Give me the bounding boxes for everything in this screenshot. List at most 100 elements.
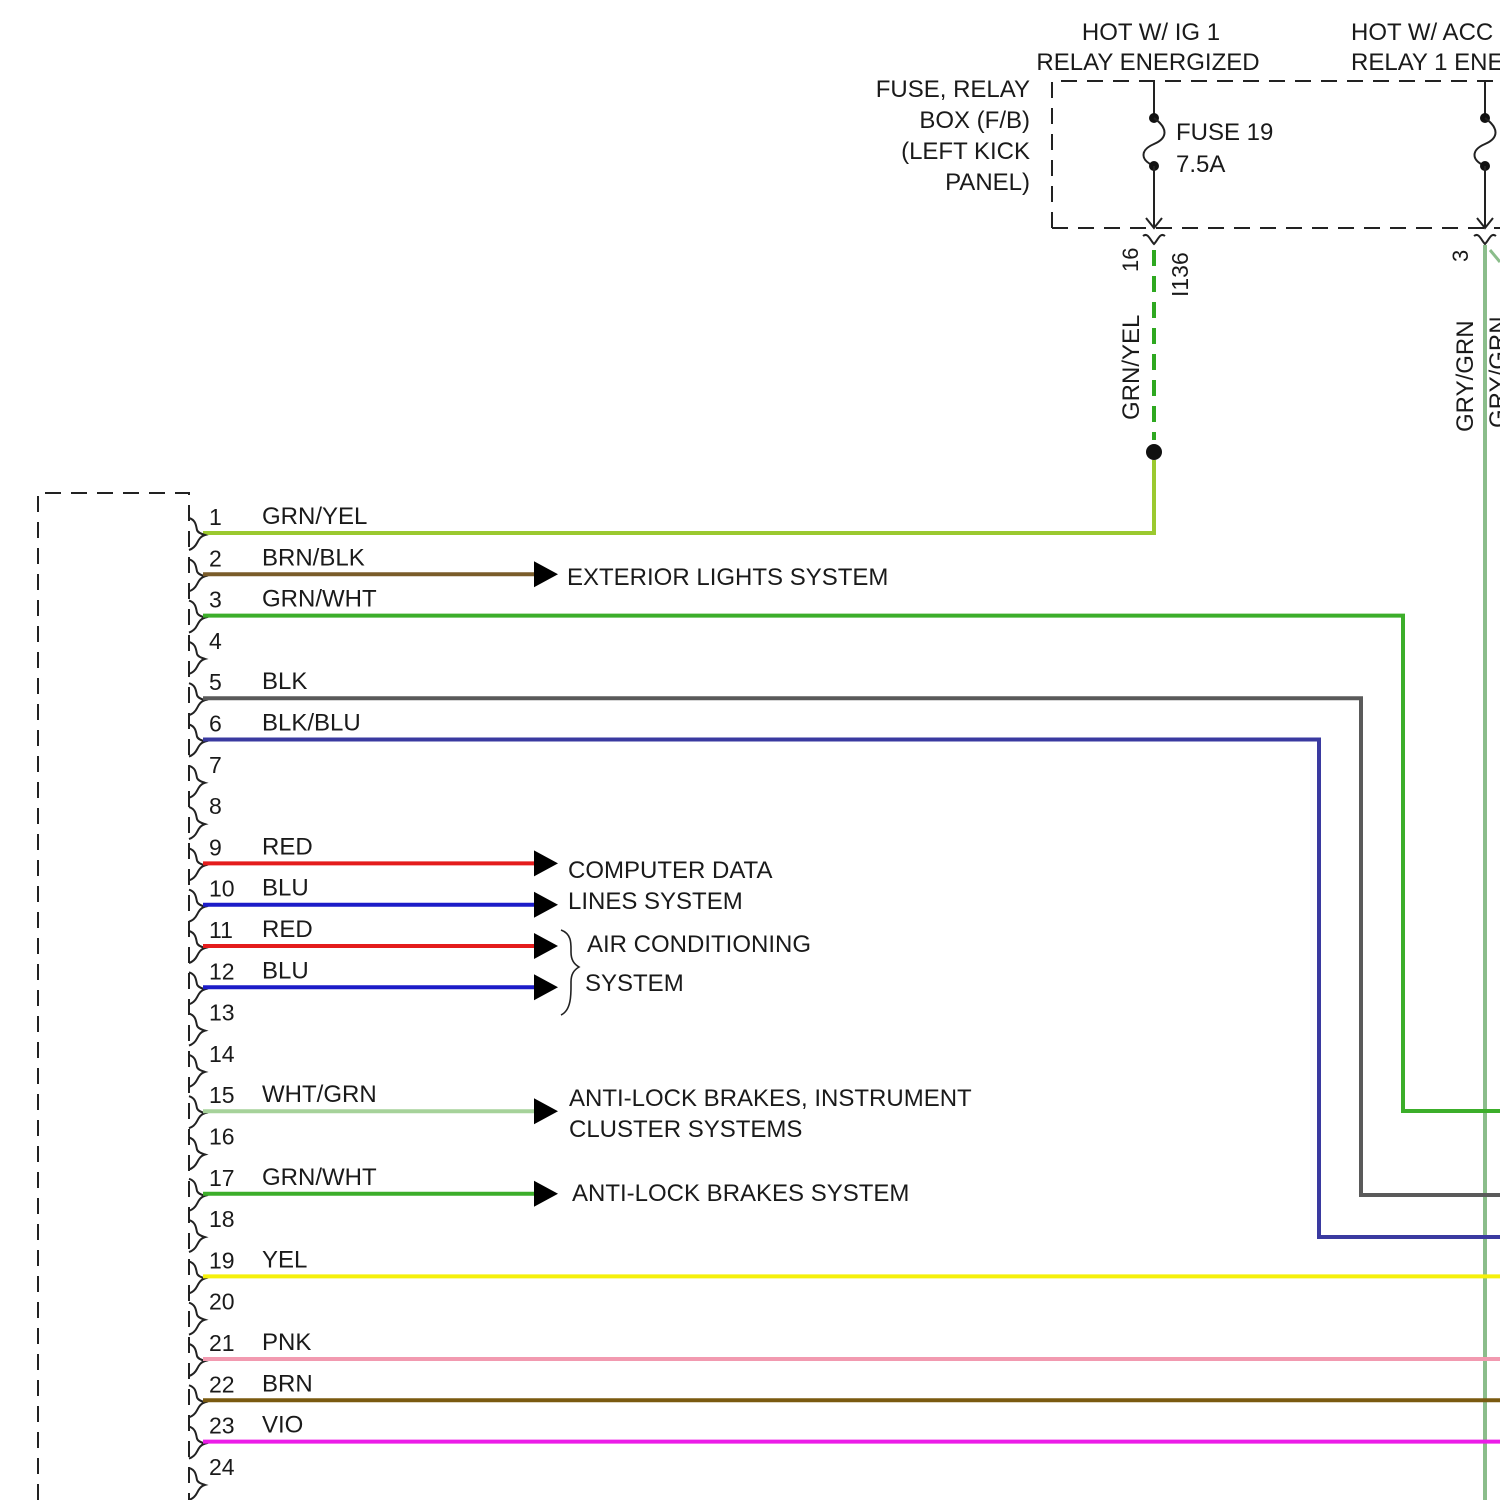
connector-cavity bbox=[189, 1138, 205, 1170]
fuse-19-symbol bbox=[1144, 81, 1165, 228]
arrows bbox=[534, 561, 558, 1207]
acc-label-line2: RELAY 1 ENE bbox=[1351, 49, 1500, 76]
fuse-box-label-line4: PANEL) bbox=[945, 169, 1030, 196]
fuse-box-outline bbox=[1052, 81, 1500, 228]
connector-cavity bbox=[189, 518, 205, 550]
connector-cavity bbox=[189, 890, 205, 922]
pin-number: 3 bbox=[209, 587, 222, 613]
pin-number: 1 bbox=[209, 504, 222, 530]
pin-number: 16 bbox=[209, 1124, 235, 1150]
connector-cavity bbox=[189, 766, 205, 798]
pin-number: 21 bbox=[209, 1330, 235, 1356]
pin-wire-label: BLU bbox=[262, 957, 309, 984]
gry-grn-wire-shadow bbox=[1490, 250, 1500, 262]
fuse-name: FUSE 19 bbox=[1176, 119, 1273, 146]
pin-number: 18 bbox=[209, 1206, 235, 1232]
pin-number: 11 bbox=[209, 917, 233, 943]
connector-cavities bbox=[189, 518, 205, 1500]
pin-wire-label: BLK bbox=[262, 668, 307, 695]
pin-wire-label: WHT/GRN bbox=[262, 1081, 377, 1108]
pin-number: 23 bbox=[209, 1413, 235, 1439]
connector-cavity bbox=[189, 1385, 205, 1417]
connector-i136-label: I136 bbox=[1167, 252, 1193, 297]
ac-label-line1: AIR CONDITIONING bbox=[587, 931, 811, 958]
pin-number: 6 bbox=[209, 711, 222, 737]
connector-cavity bbox=[189, 683, 205, 715]
pin-number: 20 bbox=[209, 1289, 235, 1315]
computer-data-label-line2: LINES SYSTEM bbox=[568, 888, 743, 915]
acc-label-line1: HOT W/ ACC bbox=[1351, 19, 1493, 46]
exterior-lights-label: EXTERIOR LIGHTS SYSTEM bbox=[567, 564, 888, 591]
pin-wire-label: BRN bbox=[262, 1370, 313, 1397]
pin-number: 8 bbox=[209, 793, 222, 819]
connector-cavity bbox=[189, 725, 205, 757]
component-outline bbox=[38, 493, 189, 1500]
pin-wire-label: BRN/BLK bbox=[262, 544, 365, 571]
connector-cavity bbox=[189, 1014, 205, 1046]
arrow-abs bbox=[534, 1181, 558, 1207]
pin-number: 2 bbox=[209, 545, 222, 571]
connector-cavity bbox=[189, 1220, 205, 1252]
connector-cavity bbox=[189, 807, 205, 839]
fuse-box-label: FUSE, RELAY BOX (F/B) (LEFT KICK PANEL) bbox=[876, 76, 1030, 196]
connector-cavity bbox=[189, 972, 205, 1004]
fuse-rating: 7.5A bbox=[1176, 151, 1225, 178]
connector-cavity bbox=[189, 642, 205, 674]
pin-number: 7 bbox=[209, 752, 222, 778]
fuse-pin-3: 3 bbox=[1448, 250, 1473, 262]
pin-number: 15 bbox=[209, 1082, 235, 1108]
grn-yel-splice bbox=[1146, 444, 1162, 460]
arrow-pin-12 bbox=[534, 974, 558, 1000]
abs-label: ANTI-LOCK BRAKES SYSTEM bbox=[572, 1180, 909, 1207]
connector-cavity bbox=[189, 1468, 205, 1500]
computer-data-label-line1: COMPUTER DATA bbox=[568, 857, 772, 884]
pin-wire-label: GRN/YEL bbox=[262, 503, 367, 530]
gry-grn-label-clipped: GRY/GRN bbox=[1485, 316, 1500, 428]
pin-wire-label: PNK bbox=[262, 1329, 311, 1356]
arrow-exterior-lights bbox=[534, 561, 558, 587]
abs-ic-label-line1: ANTI-LOCK BRAKES, INSTRUMENT bbox=[569, 1085, 972, 1112]
connector-cavity bbox=[189, 1179, 205, 1211]
pin-wire-label: RED bbox=[262, 833, 313, 860]
fuse-pin-16: 16 bbox=[1118, 248, 1143, 272]
pin-number: 10 bbox=[209, 876, 235, 902]
pin-number: 5 bbox=[209, 669, 222, 695]
connector-cavity bbox=[189, 1055, 205, 1087]
connector-cavity bbox=[189, 559, 205, 591]
grn-yel-feed-label: GRN/YEL bbox=[1118, 315, 1145, 420]
gry-grn-label: GRY/GRN bbox=[1452, 320, 1479, 432]
pin-number: 19 bbox=[209, 1247, 235, 1273]
connector-cavity bbox=[189, 601, 205, 633]
pin-wire-label: YEL bbox=[262, 1246, 307, 1273]
connector-cavity bbox=[189, 1261, 205, 1293]
pin-number: 17 bbox=[209, 1165, 235, 1191]
pin-wire-label: BLK/BLU bbox=[262, 710, 361, 737]
pin-number: 12 bbox=[209, 958, 235, 984]
connector-i136-marks bbox=[1143, 235, 1496, 244]
pin-number: 14 bbox=[209, 1041, 235, 1067]
ig1-label-line2: RELAY ENERGIZED bbox=[1036, 49, 1259, 76]
acc-fuse-symbol bbox=[1475, 81, 1496, 228]
fuse-box-label-line2: BOX (F/B) bbox=[919, 107, 1030, 134]
pin-wire-label: GRN/WHT bbox=[262, 1164, 377, 1191]
connector-cavity bbox=[189, 1344, 205, 1376]
connector-cavity bbox=[189, 1096, 205, 1128]
fuse-box-label-line3: (LEFT KICK bbox=[901, 138, 1030, 165]
fuse-box-label-line1: FUSE, RELAY bbox=[876, 76, 1030, 103]
connector-cavity bbox=[189, 931, 205, 963]
connector-cavity bbox=[189, 848, 205, 880]
arrow-abs-ic bbox=[534, 1098, 558, 1124]
pin-wire-label: RED bbox=[262, 916, 313, 943]
arrow-pin-11 bbox=[534, 933, 558, 959]
pin-number: 4 bbox=[209, 628, 222, 654]
pin-number: 13 bbox=[209, 1000, 235, 1026]
pin-number: 9 bbox=[209, 834, 222, 860]
connector-cavity bbox=[189, 1427, 205, 1459]
abs-ic-label-line2: CLUSTER SYSTEMS bbox=[569, 1116, 802, 1143]
ac-label-line2: SYSTEM bbox=[585, 970, 684, 997]
wires bbox=[203, 574, 1500, 1441]
ac-brace bbox=[561, 930, 579, 1015]
arrow-pin-9 bbox=[534, 850, 558, 876]
